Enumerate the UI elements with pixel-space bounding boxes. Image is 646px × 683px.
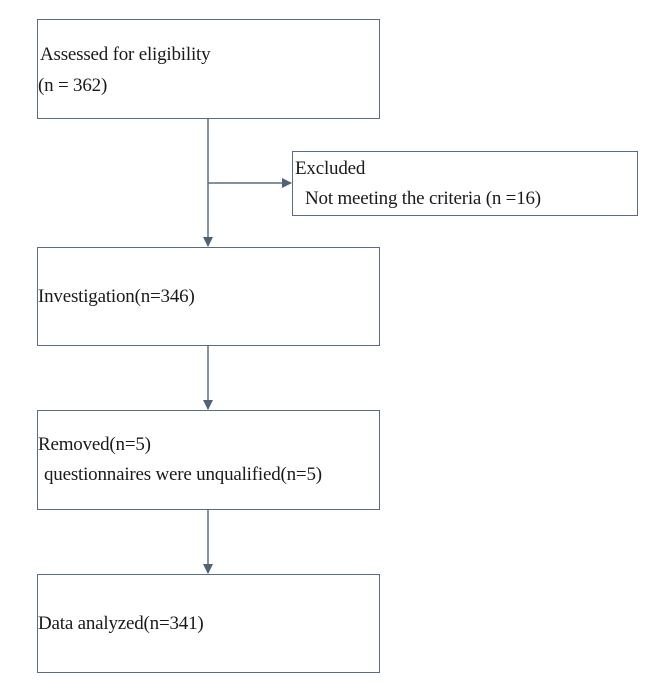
investigation-label: Investigation(n=346): [38, 286, 195, 307]
removed-box: Removed(n=5) questionnaires were unquali…: [37, 410, 380, 510]
removed-reason: questionnaires were unqualified(n=5): [44, 464, 322, 485]
assessed-count: (n = 362): [38, 75, 108, 96]
excluded-reason: Not meeting the criteria (n =16): [305, 188, 541, 209]
analyzed-label: Data analyzed(n=341): [38, 613, 204, 634]
excluded-box: Excluded Not meeting the criteria (n =16…: [292, 151, 638, 216]
analyzed-box: Data analyzed(n=341): [37, 574, 380, 673]
assessed-box: Assessed for eligibility (n = 362): [37, 19, 380, 119]
assessed-label: Assessed for eligibility: [40, 44, 211, 65]
investigation-box: Investigation(n=346): [37, 247, 380, 346]
removed-label: Removed(n=5): [38, 434, 151, 455]
excluded-label: Excluded: [295, 158, 366, 179]
